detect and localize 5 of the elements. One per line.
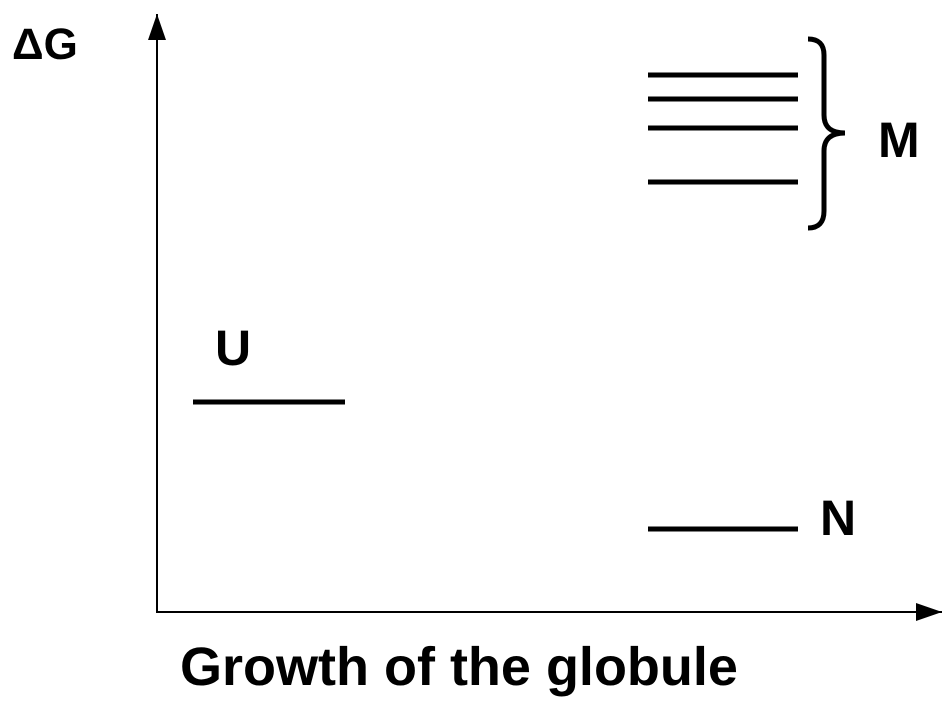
axis-title: Growth of the globule	[180, 636, 738, 698]
level-label: N	[820, 490, 856, 548]
axis-title: ΔG	[12, 20, 78, 71]
level-label: U	[215, 320, 252, 378]
level-label: M	[878, 112, 920, 170]
